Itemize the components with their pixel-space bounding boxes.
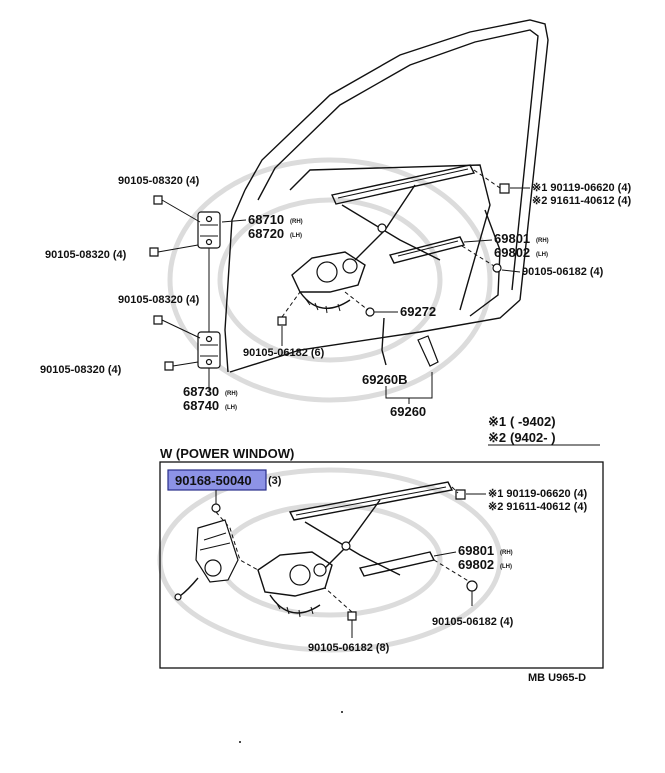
label-channel-lh: 69802 [494, 245, 530, 260]
label-channel-rh-sfx: (RH) [536, 238, 549, 244]
label-upper-bolt-top: 90105-08320 (4) [118, 175, 200, 187]
note-2-range: (9402- ) [510, 430, 556, 445]
label-pw-highlight: 90168-50040 [175, 473, 252, 488]
note-2-mark: ※2 [488, 430, 506, 445]
figure-code: MB U965-D [528, 672, 586, 684]
bolt-icon [153, 315, 201, 339]
label-channel-lh-sfx: (LH) [536, 252, 548, 258]
bolt-icon [461, 245, 502, 273]
label-lower-bolt-left: 90105-08320 (4) [40, 364, 122, 376]
label-lower-hinge-lh-sfx: (LH) [225, 405, 237, 411]
label-bottom-bolt: 90105-06182 (6) [243, 347, 325, 359]
label-upper-hinge-lh-sfx: (LH) [290, 233, 302, 239]
pw-regulator-lower-channel [358, 551, 436, 577]
bolt-icon [153, 195, 201, 223]
label-upper-hinge-lh: 68720 [248, 226, 284, 241]
label-69260b: 69260B [362, 372, 408, 387]
regulator-upper-channel [331, 164, 476, 205]
label-pw-channel-lh: 69802 [458, 557, 494, 572]
pw-regulator-upper-channel [288, 481, 454, 521]
label-pw-channel-lh-sfx: (LH) [500, 564, 512, 570]
section-title: W (POWER WINDOW) [160, 446, 294, 461]
label-69260: 69260 [390, 404, 426, 419]
label-lower-hinge-lh: 68740 [183, 398, 219, 413]
label-upper-hinge-rh-sfx: (RH) [290, 219, 303, 225]
label-lower-hinge-rh: 68730 [183, 384, 219, 399]
note-1-mark: ※1 [488, 414, 506, 429]
label-lower-hinge-rh-sfx: (RH) [225, 391, 238, 397]
speck [239, 741, 241, 743]
clip-icon [344, 291, 375, 317]
regulator-gear-assembly [291, 251, 366, 314]
label-channel-rh: 69801 [494, 231, 530, 246]
door-frame [224, 19, 549, 373]
power-window-frame [159, 461, 604, 669]
label-top-bolt-2: ※2 91611-40612 (4) [532, 195, 631, 207]
pw-regulator-gear [257, 551, 333, 618]
bolt-icon [149, 244, 199, 257]
label-pw-channel-rh-sfx: (RH) [500, 550, 513, 556]
bolt-icon [433, 559, 478, 592]
regulator-arms [341, 184, 441, 261]
label-right-bolt: 90105-06182 (4) [522, 266, 604, 278]
label-pw-right-bolt: 90105-06182 (4) [432, 616, 514, 628]
window-motor [174, 519, 239, 601]
highlighted-part-number[interactable]: 90168-50040 [167, 469, 267, 491]
label-pw-bolt-1: ※1 90119-06620 (4) [488, 488, 587, 500]
note-1-range: ( -9402) [510, 414, 556, 429]
lock-rod [381, 317, 439, 367]
label-pw-highlight-qty: (3) [268, 475, 282, 487]
bolt-icon [277, 291, 301, 326]
label-top-bolt-1: ※1 90119-06620 (4) [532, 182, 631, 194]
speck [341, 711, 343, 713]
upper-hinge [197, 211, 221, 249]
label-upper-bolt-left: 90105-08320 (4) [45, 249, 127, 261]
screw-icon [211, 503, 221, 513]
label-69272: 69272 [400, 304, 436, 319]
label-upper-hinge-rh: 68710 [248, 212, 284, 227]
bolt-icon [473, 169, 510, 194]
bolt-icon [164, 361, 199, 371]
label-lower-bolt-top: 90105-08320 (4) [118, 294, 200, 306]
bolt-icon [324, 587, 357, 621]
pw-regulator-arms [304, 499, 401, 576]
label-pw-channel-rh: 69801 [458, 543, 494, 558]
label-pw-bottom-bolt: 90105-06182 (8) [308, 642, 390, 654]
regulator-lower-channel [388, 236, 466, 264]
label-pw-bolt-2: ※2 91611-40612 (4) [488, 501, 587, 513]
bolt-icon [451, 486, 466, 500]
lower-hinge [197, 331, 221, 369]
